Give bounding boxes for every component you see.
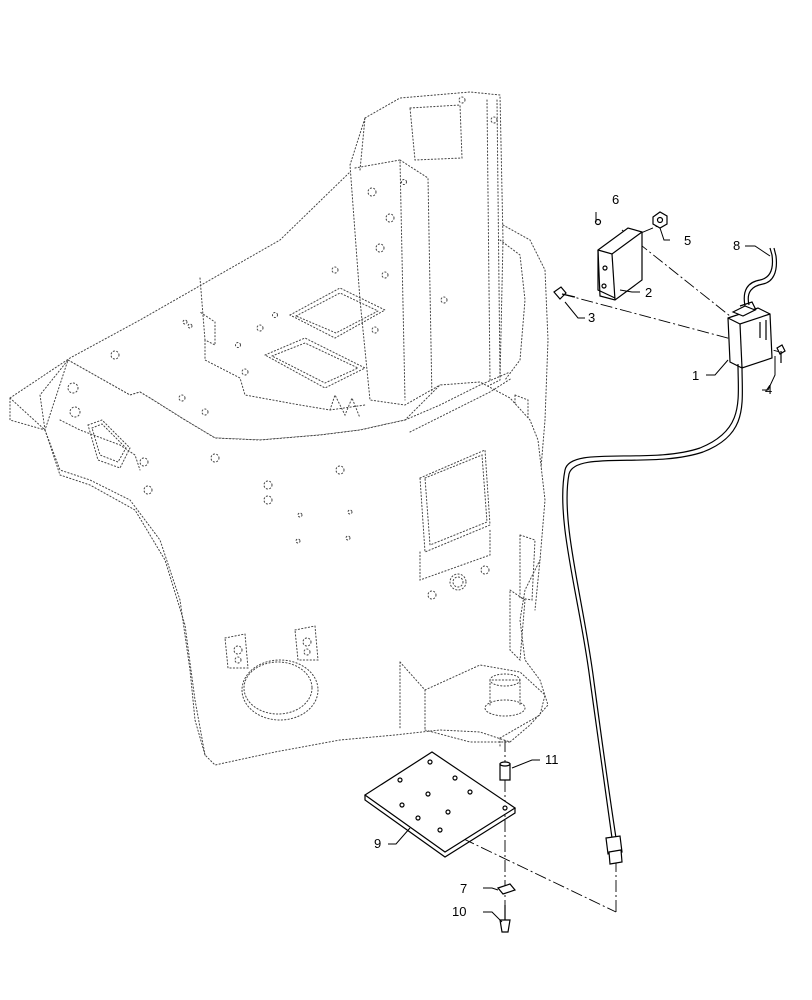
sensor-module [727,301,773,369]
callout-leaders [388,212,776,923]
callout-7: 7 [460,881,467,896]
bolt [553,286,576,300]
callout-4: 4 [765,382,772,397]
mounting-plate [363,751,517,858]
callout-5: 5 [684,233,691,248]
callout-11: 11 [545,752,559,767]
screw [776,344,786,363]
callout-10: 10 [452,904,466,919]
callout-8: 8 [733,238,740,253]
chassis-frame [9,91,549,766]
callout-2: 2 [645,285,652,300]
spacer [499,761,511,781]
callout-3: 3 [588,310,595,325]
pigtail-wire [743,247,778,307]
nut [652,211,668,229]
washer [496,883,517,895]
callout-9: 9 [374,836,381,851]
bracket [597,227,643,301]
callout-labels: 1 2 3 4 5 6 7 8 9 10 11 [374,192,772,919]
callout-6: 6 [612,192,619,207]
cable [562,363,743,865]
bolt-lower [499,905,511,933]
callout-1: 1 [692,368,699,383]
